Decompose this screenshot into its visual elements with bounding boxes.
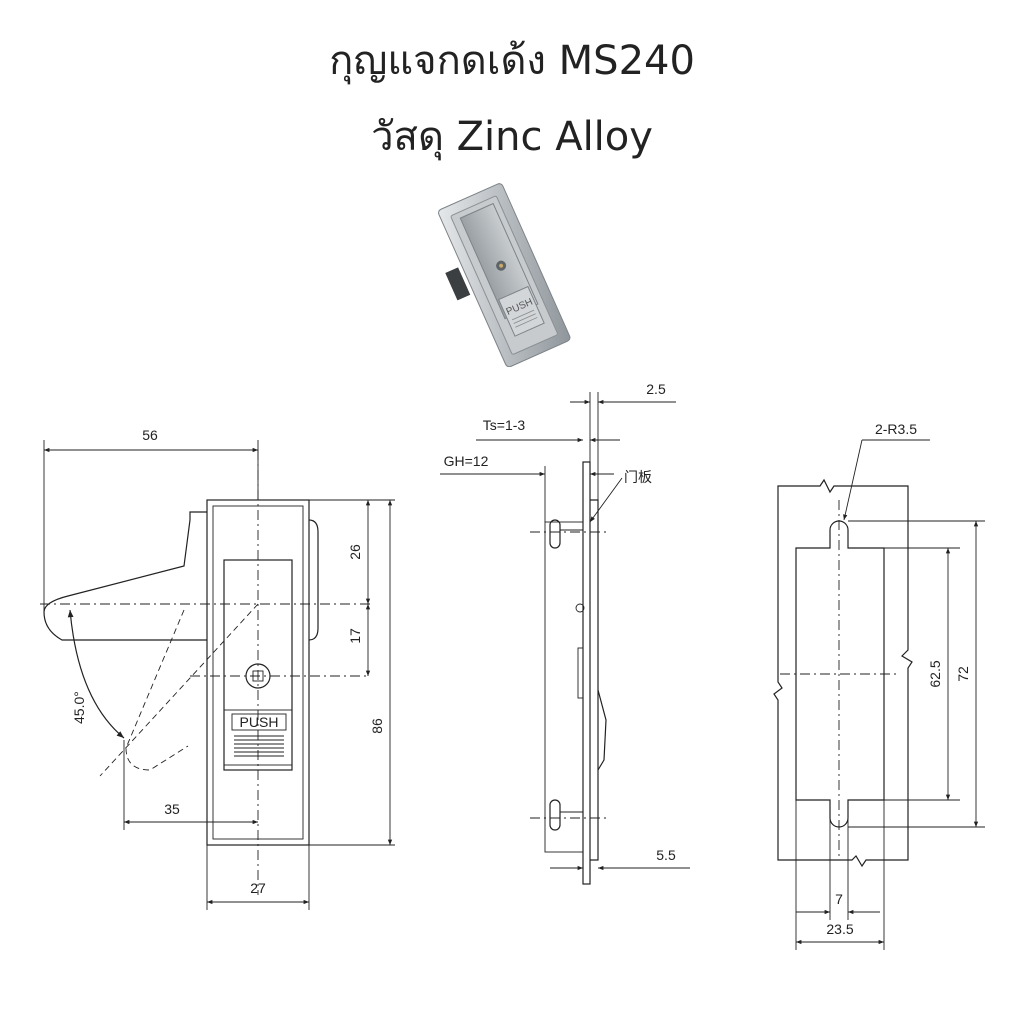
dim-27: 27 [250,880,266,896]
front-view: PUSH 45.0° 56 26 17 86 [40,427,395,910]
dim-56: 56 [142,427,158,443]
dim-7: 7 [835,891,843,907]
door-panel-label: 门板 [624,469,652,485]
dim-2-5: 2.5 [646,381,666,397]
dim-26: 26 [347,544,363,560]
dim-5-5: 5.5 [656,847,676,863]
side-view: 2.5 Ts=1-3 GH=12 门板 5.5 [440,381,690,885]
front-push-label: PUSH [240,714,279,730]
dim-86: 86 [369,718,385,734]
dim-ts: Ts=1-3 [483,417,526,433]
product-title: กุญแจกดเด้ง MS240 [329,38,695,84]
cutout-view: 2-R3.5 62.5 72 7 23.5 [773,421,985,950]
dim-23-5: 23.5 [826,921,853,937]
dim-72: 72 [955,666,971,682]
dim-62-5: 62.5 [927,660,943,687]
dim-radius: 2-R3.5 [875,421,917,437]
dim-gh: GH=12 [444,453,489,469]
dim-35: 35 [164,801,180,817]
material-subtitle: วัสดุ Zinc Alloy [371,114,653,160]
dim-17: 17 [347,628,363,644]
angle-label: 45.0° [71,691,87,724]
product-photo: PUSH [438,183,571,367]
